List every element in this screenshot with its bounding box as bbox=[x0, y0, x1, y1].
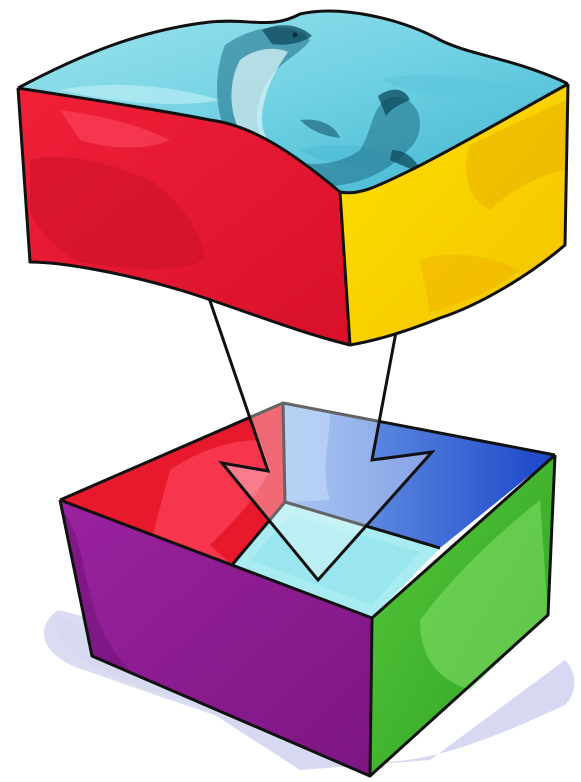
fish-eye bbox=[293, 33, 298, 38]
upper-block bbox=[18, 11, 568, 345]
